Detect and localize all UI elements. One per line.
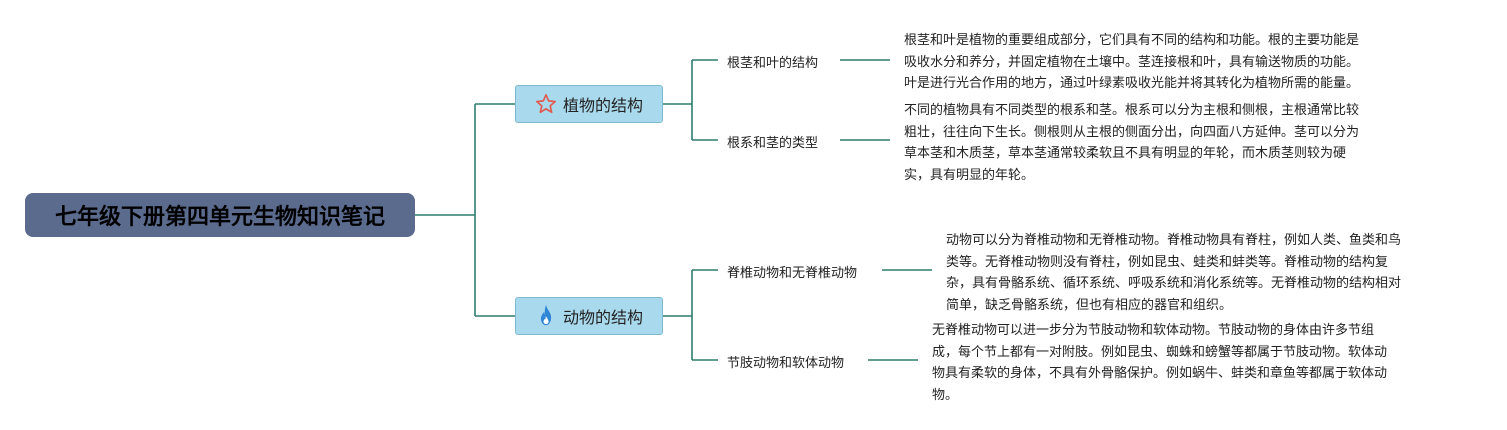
desc-line: 类等。无脊椎动物则没有脊柱，例如昆虫、蛙类和蚌类等。脊椎动物的结构复 bbox=[946, 254, 1389, 270]
description-root-stem-leaf: 根茎和叶是植物的重要组成部分，它们具有不同的结构和功能。根的主要功能是 吸收水分… bbox=[904, 30, 1404, 95]
description-root-system-types: 不同的植物具有不同类型的根系和茎。根系可以分为主根和侧根，主根通常比较 粗壮，往… bbox=[904, 100, 1404, 186]
branch-node-animal[interactable]: 动物的结构 bbox=[515, 297, 663, 335]
desc-line: 不同的植物具有不同类型的根系和茎。根系可以分为主根和侧根，主根通常比较 bbox=[904, 103, 1360, 118]
desc-line: 成，每个节上都有一对附肢。例如昆虫、蜘蛛和螃蟹等都属于节肢动物。软体动 bbox=[932, 344, 1388, 360]
desc-line: 简单，缺乏骨骼系统，但也有相应的器官和组织。 bbox=[946, 297, 1233, 313]
desc-line: 草本茎和木质茎，草本茎通常较柔软且不具有明显的年轮，而木质茎则较为硬 bbox=[904, 146, 1347, 161]
sub-node-root-system-types[interactable]: 根系和茎的类型 bbox=[727, 132, 818, 151]
desc-line: 无脊椎动物可以进一步分为节肢动物和软体动物。节肢动物的身体由许多节组 bbox=[932, 323, 1375, 338]
desc-line: 物。 bbox=[932, 387, 959, 403]
sub-node-arthropods-mollusks[interactable]: 节肢动物和软体动物 bbox=[727, 352, 844, 371]
desc-line: 吸收水分和养分，并固定植物在土壤中。茎连接根和叶，具有输送物质的功能。 bbox=[904, 54, 1360, 70]
description-vertebrates-invertebrates: 动物可以分为脊椎动物和无脊椎动物。脊椎动物具有脊柱，例如人类、鱼类和鸟 类等。无… bbox=[946, 230, 1446, 316]
sub-label: 根茎和叶的结构 bbox=[727, 56, 819, 71]
flame-icon bbox=[535, 304, 557, 327]
branch-node-plant[interactable]: 植物的结构 bbox=[515, 85, 663, 123]
branch-label: 动物的结构 bbox=[562, 308, 643, 327]
desc-line: 根茎和叶是植物的重要组成部分，它们具有不同的结构和功能。根的主要功能是 bbox=[904, 33, 1360, 48]
desc-line: 实，具有明显的年轮。 bbox=[904, 167, 1035, 183]
root-title: 七年级下册第四单元生物知识笔记 bbox=[54, 205, 385, 230]
sub-node-vertebrates-invertebrates[interactable]: 脊椎动物和无脊椎动物 bbox=[727, 262, 857, 281]
desc-line: 物具有柔软的身体，不具有外骨骼保护。例如蜗牛、蚌类和章鱼等都属于软体动 bbox=[932, 366, 1388, 381]
sub-label: 根系和茎的类型 bbox=[727, 136, 819, 151]
description-arthropods-mollusks: 无脊椎动物可以进一步分为节肢动物和软体动物。节肢动物的身体由许多节组 成，每个节… bbox=[932, 320, 1432, 406]
sub-label: 脊椎动物和无脊椎动物 bbox=[727, 266, 858, 281]
desc-line: 叶是进行光合作用的地方，通过叶绿素吸收光能并将其转化为植物所需的能量。 bbox=[904, 76, 1360, 91]
branch-label: 植物的结构 bbox=[562, 96, 643, 115]
sub-label: 节肢动物和软体动物 bbox=[727, 356, 845, 371]
star-icon bbox=[535, 93, 557, 115]
desc-line: 粗壮，往往向下生长。侧根则从主根的侧面分出，向四面八方延伸。茎可以分为 bbox=[904, 124, 1360, 140]
root-node[interactable]: 七年级下册第四单元生物知识笔记 bbox=[25, 193, 415, 237]
desc-line: 动物可以分为脊椎动物和无脊椎动物。脊椎动物具有脊柱，例如人类、鱼类和鸟 bbox=[946, 233, 1402, 248]
sub-node-root-stem-leaf[interactable]: 根茎和叶的结构 bbox=[727, 52, 818, 71]
desc-line: 杂，具有骨骼系统、循环系统、呼吸系统和消化系统等。无脊椎动物的结构相对 bbox=[946, 276, 1402, 291]
